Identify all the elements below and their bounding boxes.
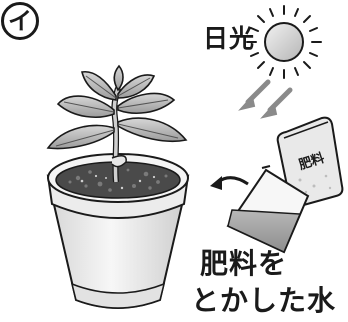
beaker-icon: [226, 165, 310, 254]
potted-plant-icon: [46, 64, 190, 309]
panel-marker-label: イ: [1, 2, 39, 40]
fertilizer-water-label-line2: とかした水: [191, 284, 337, 317]
fertilizer-bag-label: 肥料: [297, 150, 327, 173]
pour-arrow-icon: [210, 176, 249, 190]
fertilizer-water-label-line1: 肥料を: [200, 247, 288, 280]
fertilizer-bag-icon: 肥料: [276, 116, 344, 208]
sunlight-label: 日光: [203, 24, 256, 53]
light-rays-icon: [238, 79, 293, 119]
sun-icon: [246, 5, 322, 79]
